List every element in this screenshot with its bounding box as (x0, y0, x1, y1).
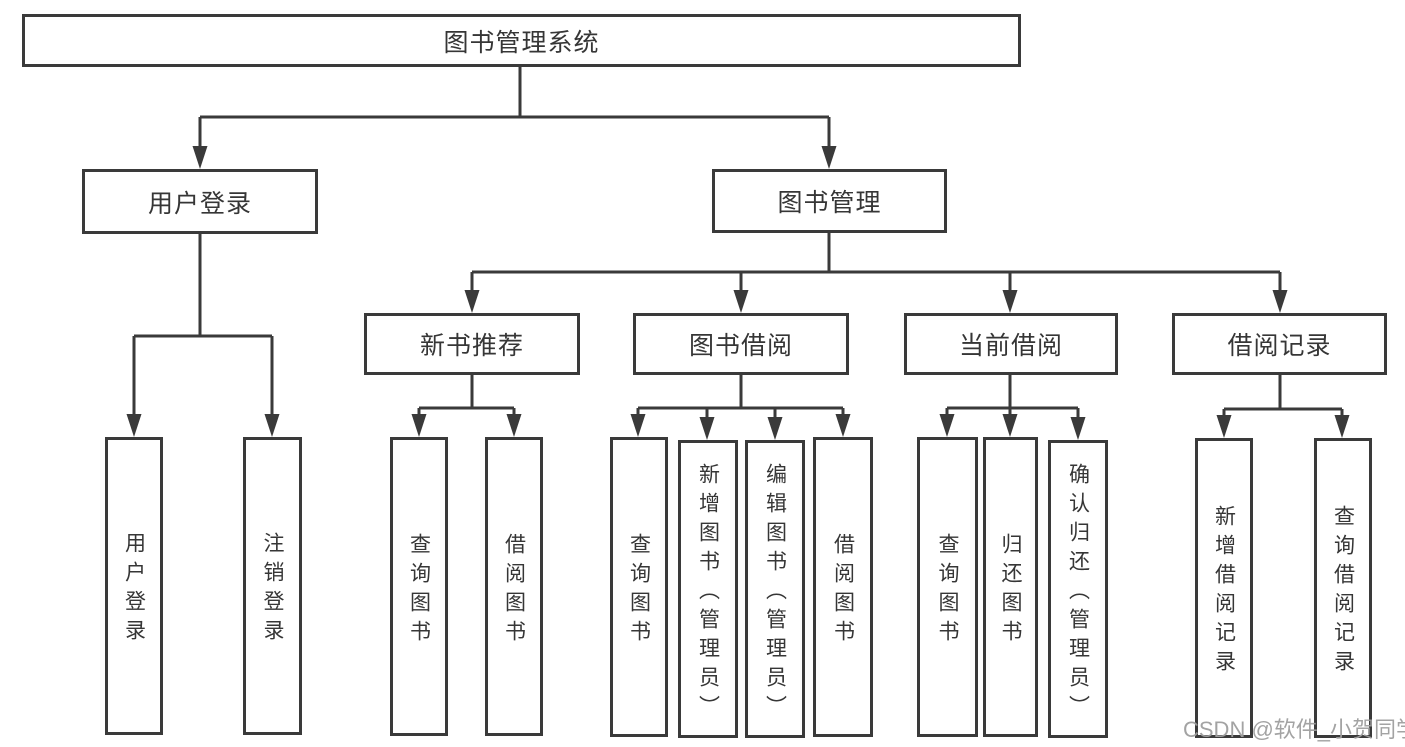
leaf-borrow-books-recommend: 借阅图书 (485, 437, 543, 736)
node-label: 查询图书 (936, 533, 959, 649)
leaf-add-borrow-record: 新增借阅记录 (1195, 438, 1253, 738)
leaf-edit-books-admin: 编辑图书（管理员） (745, 440, 805, 738)
node-label: 注销登录 (261, 532, 284, 648)
node-label: 借阅图书 (831, 533, 855, 649)
leaf-confirm-return-admin: 确认归还（管理员） (1048, 440, 1108, 738)
node-label: 查询图书 (627, 533, 651, 649)
leaf-add-books-admin: 新增图书（管理员） (678, 440, 738, 738)
csdn-watermark: CSDN @软件_小贺同学 (1183, 717, 1405, 742)
leaf-query-books-recommend: 查询图书 (390, 437, 448, 736)
leaf-logout: 注销登录 (243, 437, 302, 735)
node-label: 当前借阅 (958, 332, 1063, 360)
node-label: 新增借阅记录 (1212, 505, 1236, 679)
leaf-return-books: 归还图书 (983, 437, 1038, 737)
node-label: 用户登录 (147, 189, 252, 218)
node-book-borrow: 图书借阅 (633, 313, 849, 375)
node-label: 新书推荐 (419, 332, 524, 360)
node-label: 查询借阅记录 (1331, 505, 1355, 679)
node-current-borrow: 当前借阅 (904, 313, 1118, 375)
node-book-management: 图书管理 (712, 169, 947, 233)
leaf-query-borrow-record: 查询借阅记录 (1314, 438, 1372, 738)
leaf-borrow-books: 借阅图书 (813, 437, 873, 737)
node-system-root: 图书管理系统 (22, 14, 1021, 67)
leaf-query-books-current: 查询图书 (917, 437, 978, 737)
node-user-login: 用户登录 (82, 169, 318, 234)
node-borrow-records: 借阅记录 (1172, 313, 1387, 375)
node-label: 新增图书（管理员） (696, 462, 720, 724)
leaf-query-books-borrow: 查询图书 (610, 437, 668, 737)
node-label: 归还图书 (999, 533, 1022, 649)
node-label: 借阅图书 (502, 532, 526, 649)
node-label: 图书管理系统 (443, 28, 600, 57)
node-label: 图书管理 (777, 189, 882, 217)
node-label: 查询图书 (407, 532, 431, 649)
node-label: 图书借阅 (688, 332, 793, 360)
node-new-book-recommend: 新书推荐 (364, 313, 580, 375)
node-label: 借阅记录 (1227, 332, 1332, 360)
leaf-user-login: 用户登录 (105, 437, 163, 735)
node-label: 编辑图书（管理员） (763, 462, 787, 724)
node-label: 确认归还（管理员） (1066, 462, 1090, 724)
node-label: 用户登录 (122, 532, 146, 648)
